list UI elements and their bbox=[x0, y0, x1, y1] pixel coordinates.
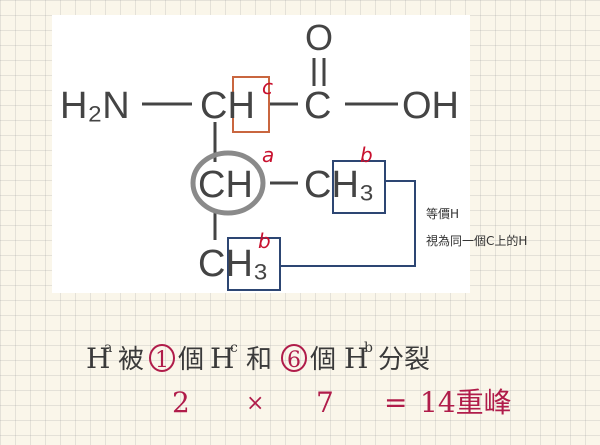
box-c-hydrogen bbox=[232, 76, 270, 133]
note-line1: 等價H bbox=[426, 207, 459, 221]
hand-h-b: H bbox=[344, 342, 368, 375]
hand-h-c: H bbox=[210, 342, 234, 375]
circled-one bbox=[149, 344, 175, 372]
label-c: c bbox=[262, 75, 273, 99]
label-a: a bbox=[262, 143, 274, 167]
hand-text-bei: 被 bbox=[118, 345, 144, 375]
hydroxyl-group: OH bbox=[402, 85, 459, 127]
hand-times: × bbox=[246, 391, 264, 416]
hand-num-7: 7 bbox=[316, 386, 334, 419]
alpha-carbon: CH bbox=[200, 85, 255, 127]
hand-num-2: 2 bbox=[172, 386, 190, 419]
hand-text-ge2: 個 bbox=[310, 345, 336, 375]
label-b-bottom: b bbox=[258, 229, 271, 253]
hand-circled-6: 6 bbox=[287, 348, 301, 373]
label-b-right: b bbox=[360, 143, 373, 167]
hand-equals: = bbox=[384, 386, 407, 419]
methyl-bottom: CH₃ bbox=[198, 243, 268, 285]
hand-sup-a: a bbox=[104, 340, 112, 356]
carbonyl-oxygen: O bbox=[305, 17, 333, 58]
hand-sup-b: b bbox=[364, 340, 373, 356]
structure-panel bbox=[52, 15, 470, 293]
amino-group: H₂N bbox=[60, 85, 130, 127]
hand-result: 14重峰 bbox=[420, 386, 512, 419]
hand-sup-c: c bbox=[230, 340, 238, 356]
hand-circled-1: 1 bbox=[155, 348, 169, 373]
hand-text-ge1: 個 bbox=[178, 345, 204, 375]
hand-text-fenlie: 分裂 bbox=[378, 345, 430, 375]
hand-h-a: H bbox=[86, 342, 110, 375]
note-line2: 視為同一個C上的H bbox=[426, 233, 527, 248]
hand-text-he: 和 bbox=[246, 345, 272, 375]
box-ch3-bottom bbox=[227, 237, 281, 291]
beta-carbon: CH bbox=[198, 164, 253, 206]
box-ch3-right bbox=[332, 160, 386, 214]
circled-six bbox=[281, 344, 307, 372]
highlight-circle bbox=[190, 150, 266, 216]
equivalence-bracket bbox=[280, 180, 416, 267]
methyl-right: CH₃ bbox=[304, 164, 374, 206]
carbonyl-carbon: C bbox=[304, 85, 331, 127]
